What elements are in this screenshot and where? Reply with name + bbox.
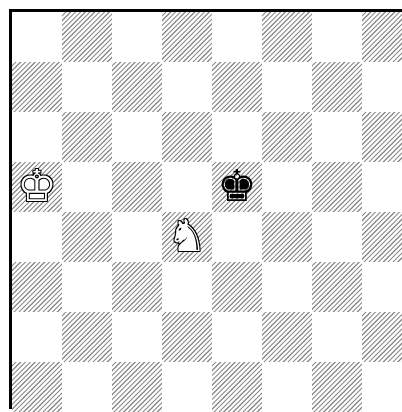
square-e6[interactable] bbox=[212, 112, 262, 162]
square-f3[interactable] bbox=[262, 262, 312, 312]
square-c6[interactable] bbox=[112, 112, 162, 162]
square-g8[interactable] bbox=[312, 12, 362, 62]
square-c8[interactable] bbox=[112, 12, 162, 62]
board-top-border bbox=[9, 9, 402, 12]
square-g2[interactable] bbox=[312, 312, 362, 362]
square-g4[interactable] bbox=[312, 212, 362, 262]
square-f4[interactable] bbox=[262, 212, 312, 262]
square-a6[interactable] bbox=[12, 112, 62, 162]
board-left-border bbox=[9, 9, 12, 409]
square-d6[interactable] bbox=[162, 112, 212, 162]
square-b1[interactable] bbox=[62, 362, 112, 412]
chess-board: ♚♚♞ bbox=[12, 12, 402, 412]
square-a1[interactable] bbox=[12, 362, 62, 412]
square-g5[interactable] bbox=[312, 162, 362, 212]
square-c2[interactable] bbox=[112, 312, 162, 362]
square-b5[interactable] bbox=[62, 162, 112, 212]
square-d5[interactable] bbox=[162, 162, 212, 212]
square-c3[interactable] bbox=[112, 262, 162, 312]
square-h3[interactable] bbox=[362, 262, 402, 312]
square-d7[interactable] bbox=[162, 62, 212, 112]
square-c1[interactable] bbox=[112, 362, 162, 412]
square-h8[interactable] bbox=[362, 12, 402, 62]
square-a4[interactable] bbox=[12, 212, 62, 262]
square-h7[interactable] bbox=[362, 62, 402, 112]
square-a8[interactable] bbox=[12, 12, 62, 62]
square-b8[interactable] bbox=[62, 12, 112, 62]
square-f5[interactable] bbox=[262, 162, 312, 212]
square-f1[interactable] bbox=[262, 362, 312, 412]
square-d1[interactable] bbox=[162, 362, 212, 412]
square-f2[interactable] bbox=[262, 312, 312, 362]
square-f8[interactable] bbox=[262, 12, 312, 62]
square-b2[interactable] bbox=[62, 312, 112, 362]
white-knight-icon[interactable]: ♞ bbox=[162, 212, 212, 262]
black-king-icon[interactable]: ♚ bbox=[212, 162, 262, 212]
square-b4[interactable] bbox=[62, 212, 112, 262]
square-e1[interactable] bbox=[212, 362, 262, 412]
square-h2[interactable] bbox=[362, 312, 402, 362]
square-e8[interactable] bbox=[212, 12, 262, 62]
square-g7[interactable] bbox=[312, 62, 362, 112]
square-f7[interactable] bbox=[262, 62, 312, 112]
square-h5[interactable] bbox=[362, 162, 402, 212]
square-h1[interactable] bbox=[362, 362, 402, 412]
square-c5[interactable] bbox=[112, 162, 162, 212]
square-e2[interactable] bbox=[212, 312, 262, 362]
square-g3[interactable] bbox=[312, 262, 362, 312]
square-c7[interactable] bbox=[112, 62, 162, 112]
square-e4[interactable] bbox=[212, 212, 262, 262]
square-g6[interactable] bbox=[312, 112, 362, 162]
square-d2[interactable] bbox=[162, 312, 212, 362]
square-c4[interactable] bbox=[112, 212, 162, 262]
square-b3[interactable] bbox=[62, 262, 112, 312]
square-a2[interactable] bbox=[12, 312, 62, 362]
square-e3[interactable] bbox=[212, 262, 262, 312]
square-e7[interactable] bbox=[212, 62, 262, 112]
square-d3[interactable] bbox=[162, 262, 212, 312]
square-b6[interactable] bbox=[62, 112, 112, 162]
square-a7[interactable] bbox=[12, 62, 62, 112]
square-a3[interactable] bbox=[12, 262, 62, 312]
square-b7[interactable] bbox=[62, 62, 112, 112]
square-h6[interactable] bbox=[362, 112, 402, 162]
white-king-icon[interactable]: ♚ bbox=[12, 162, 62, 212]
square-h4[interactable] bbox=[362, 212, 402, 262]
square-g1[interactable] bbox=[312, 362, 362, 412]
square-d8[interactable] bbox=[162, 12, 212, 62]
square-f6[interactable] bbox=[262, 112, 312, 162]
